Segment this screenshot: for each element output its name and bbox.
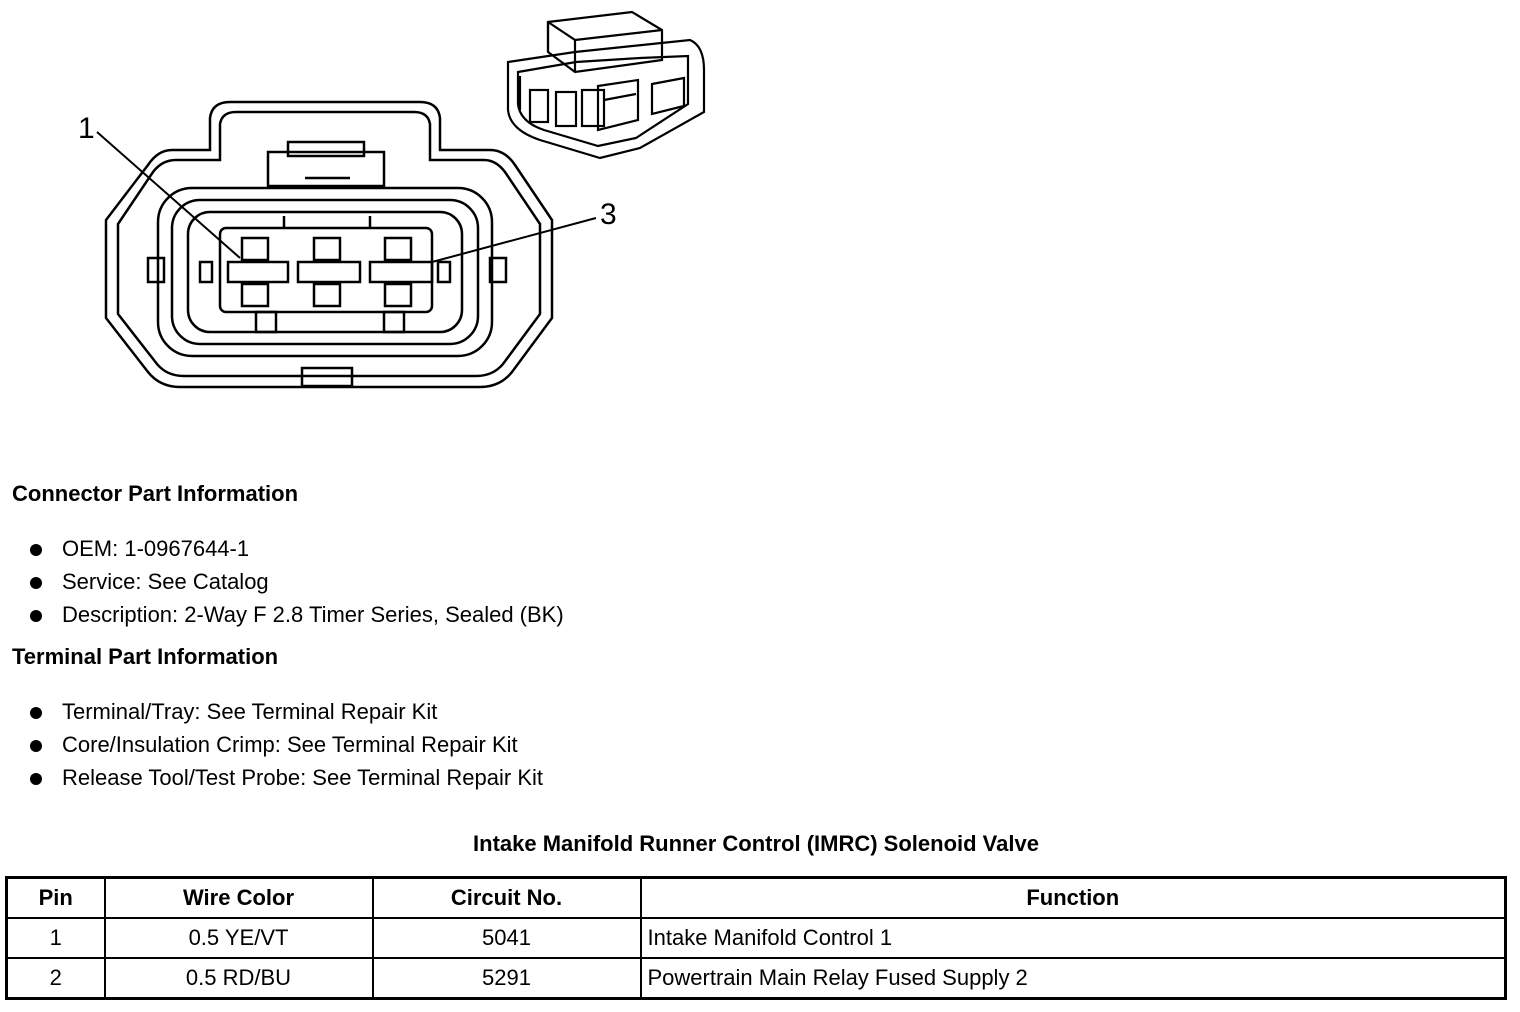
bottom-key-left [254, 310, 278, 334]
side-lock-right-inner [436, 260, 452, 284]
connector-latch-tab [286, 140, 366, 158]
callout-3: 3 [600, 198, 617, 231]
list-item: Description: 2-Way F 2.8 Timer Series, S… [28, 598, 564, 631]
callout-3-leader [431, 217, 597, 263]
connector-seal-mid [170, 198, 480, 346]
connector-face-diagram [96, 10, 706, 389]
side-lock-left [146, 256, 166, 284]
cell-function: Intake Manifold Control 1 [639, 917, 1507, 959]
column-header-circuit-no: Circuit No. [371, 876, 642, 919]
connector-housing-inner-line [116, 110, 542, 378]
callout-1-leader [96, 131, 241, 259]
list-item: Service: See Catalog [28, 565, 564, 598]
list-item-text: OEM: 1-0967644-1 [62, 536, 250, 561]
bullet-icon [30, 577, 42, 589]
cell-circuit-no: 5291 [371, 957, 642, 1000]
table-row: 2 0.5 RD/BU 5291 Powertrain Main Relay F… [5, 957, 1507, 1000]
terminal-info-heading: Terminal Part Information [12, 644, 279, 669]
cell-circuit-no: 5041 [371, 917, 642, 959]
cell-pin: 1 [5, 917, 106, 959]
pin-table-title: Intake Manifold Runner Control (IMRC) So… [473, 831, 1039, 856]
column-header-function: Function [639, 876, 1507, 919]
cell-wire-color: 0.5 YE/VT [103, 917, 374, 959]
callout-1: 1 [78, 112, 95, 145]
terminal-cavity-3 [368, 236, 434, 308]
connector-outer-housing [104, 100, 554, 389]
side-lock-left-inner [198, 260, 214, 284]
list-item-text: Core/Insulation Crimp: See Terminal Repa… [62, 732, 518, 757]
list-item-text: Service: See Catalog [62, 569, 269, 594]
terminal-cavity-block [218, 226, 434, 314]
connector-info-heading: Connector Part Information [12, 481, 299, 506]
cell-pin: 2 [5, 957, 106, 1000]
list-item: OEM: 1-0967644-1 [28, 532, 564, 565]
terminal-cavity-2 [296, 236, 362, 308]
column-header-wire-color: Wire Color [103, 876, 374, 919]
column-header-pin: Pin [5, 876, 106, 919]
connector-isometric-view [506, 10, 706, 160]
list-item-text: Description: 2-Way F 2.8 Timer Series, S… [62, 602, 564, 627]
bullet-icon [30, 773, 42, 785]
table-header-row: Pin Wire Color Circuit No. Function [5, 876, 1507, 919]
table-row: 1 0.5 YE/VT 5041 Intake Manifold Control… [5, 917, 1507, 959]
list-item: Core/Insulation Crimp: See Terminal Repa… [28, 728, 543, 761]
connector-seal-inner [186, 210, 464, 334]
list-item: Release Tool/Test Probe: See Terminal Re… [28, 761, 543, 794]
bullet-icon [30, 740, 42, 752]
side-lock-right [488, 256, 508, 284]
connector-info-list: OEM: 1-0967644-1 Service: See Catalog De… [28, 532, 564, 631]
terminal-cavity-1 [226, 236, 290, 308]
cell-wire-color: 0.5 RD/BU [103, 957, 374, 1000]
cell-function: Powertrain Main Relay Fused Supply 2 [639, 957, 1507, 1000]
pin-table: Pin Wire Color Circuit No. Function 1 0.… [5, 876, 1507, 1000]
list-item-text: Terminal/Tray: See Terminal Repair Kit [62, 699, 438, 724]
terminal-info-list: Terminal/Tray: See Terminal Repair Kit C… [28, 695, 543, 794]
connector-latch [266, 150, 386, 188]
list-item: Terminal/Tray: See Terminal Repair Kit [28, 695, 543, 728]
bottom-key-right [382, 310, 406, 334]
bullet-icon [30, 610, 42, 622]
bullet-icon [30, 707, 42, 719]
connector-seal-outer [156, 186, 494, 358]
bullet-icon [30, 544, 42, 556]
list-item-text: Release Tool/Test Probe: See Terminal Re… [62, 765, 543, 790]
bottom-notch [300, 366, 354, 388]
